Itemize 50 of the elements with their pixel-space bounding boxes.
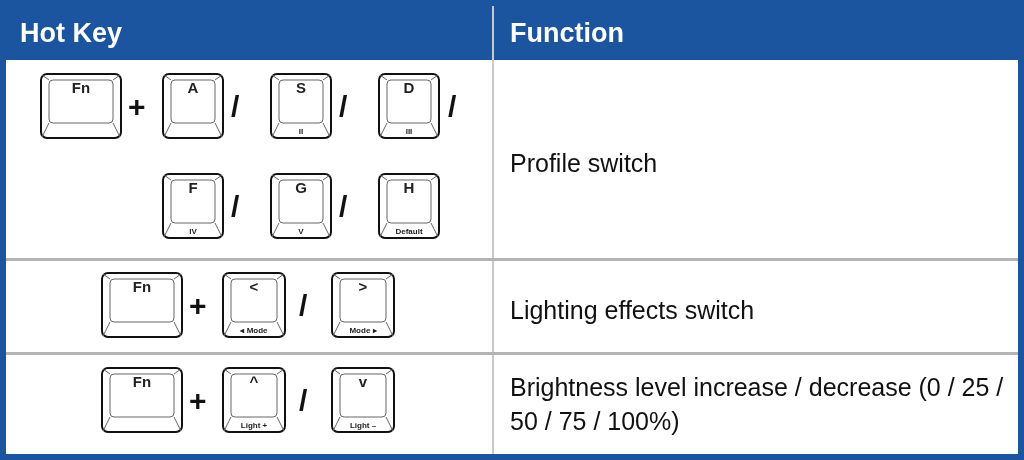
key-legend: D: [378, 79, 440, 96]
key-legend: >: [331, 278, 395, 295]
key-legend: A: [162, 79, 224, 96]
key-legend: Fn: [101, 278, 183, 295]
key: [101, 367, 183, 433]
operator-symbol: /: [448, 90, 457, 124]
key: [222, 367, 286, 433]
key-sublabel: Default: [394, 227, 424, 236]
operator-symbol: /: [339, 90, 348, 124]
key-legend: ^: [222, 373, 286, 390]
key-sublabel: III: [404, 127, 414, 136]
key: [331, 272, 395, 338]
key: [270, 73, 332, 139]
key: [162, 173, 224, 239]
operator-symbol: /: [339, 190, 348, 224]
key: [331, 367, 395, 433]
column-header: Function: [510, 18, 624, 49]
key-legend: Fn: [40, 79, 122, 96]
key: [378, 173, 440, 239]
operator-symbol: /: [231, 90, 240, 124]
key-legend: <: [222, 278, 286, 295]
key-sublabel: Light –: [348, 421, 378, 430]
key-legend: H: [378, 179, 440, 196]
key-legend: F: [162, 179, 224, 196]
function-description: Brightness level increase / decrease (0 / 25 / 50 / 75 / 100%): [510, 372, 1005, 437]
operator-symbol: +: [128, 90, 146, 124]
operator-symbol: +: [189, 384, 207, 418]
key-sublabel: IV: [188, 227, 198, 236]
key-legend: Fn: [101, 373, 183, 390]
key-sublabel: ◂ Mode: [239, 326, 269, 335]
function-description: Profile switch: [510, 148, 659, 179]
key: [270, 173, 332, 239]
function-description: Lighting effects switch: [510, 295, 756, 326]
key-legend: G: [270, 179, 332, 196]
column-header: Hot Key: [20, 18, 122, 49]
key-sublabel: II: [297, 127, 305, 136]
key-sublabel: Light +: [239, 421, 269, 430]
key: [378, 73, 440, 139]
key: [222, 272, 286, 338]
key-legend: S: [270, 79, 332, 96]
operator-symbol: /: [299, 384, 308, 418]
key-legend: v: [331, 373, 395, 390]
key-sublabel: V: [297, 227, 305, 236]
key-sublabel: Mode ▸: [348, 326, 378, 335]
key: [40, 73, 122, 139]
operator-symbol: +: [189, 289, 207, 323]
key: [162, 73, 224, 139]
operator-symbol: /: [299, 289, 308, 323]
operator-symbol: /: [231, 190, 240, 224]
key: [101, 272, 183, 338]
